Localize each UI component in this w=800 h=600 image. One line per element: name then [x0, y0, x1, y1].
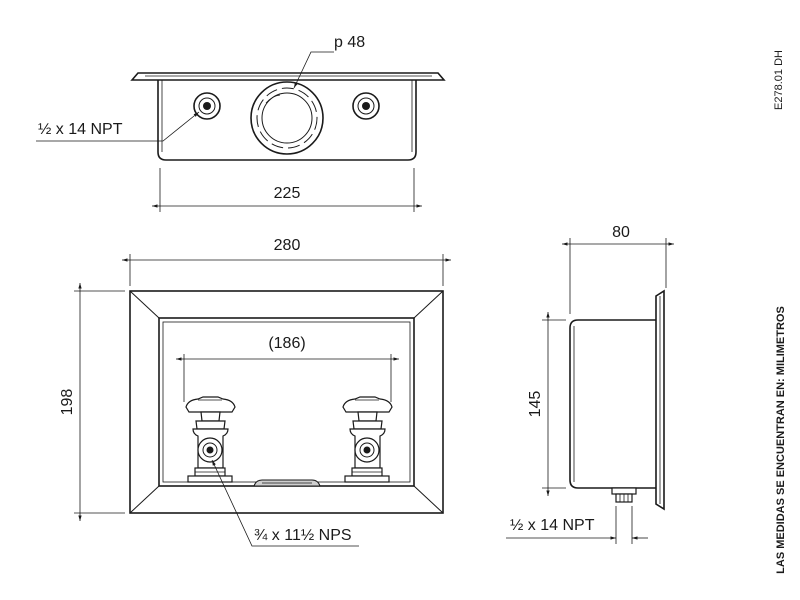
side-view: 80 145 ½ x 14 NPT	[506, 224, 674, 544]
front-view: (186) ¾ x 11½ NPS 280 198	[59, 237, 451, 547]
units-note: LAS MEDIDAS SE ENCUENTRAN EN: MILIMETROS	[775, 306, 787, 574]
top-thread-label: ½ x 14 NPT	[38, 121, 123, 138]
valve-thread-leader	[211, 459, 359, 547]
top-view-right-fitting	[352, 92, 380, 120]
drawing-code: E278.01 DH	[773, 50, 785, 110]
valve-thread-label: ¾ x 11½ NPS	[254, 527, 352, 544]
side-flange	[655, 289, 665, 511]
right-valve-handle	[342, 396, 393, 413]
front-outer-frame	[129, 290, 444, 514]
valve-spacing-label: (186)	[268, 335, 305, 352]
top-view-box-body	[157, 80, 417, 161]
side-depth-label: 80	[612, 224, 630, 241]
side-bottom-fitting	[611, 487, 637, 503]
side-thread-label: ½ x 14 NPT	[510, 517, 595, 534]
top-view-left-fitting	[193, 92, 221, 120]
side-box-body	[569, 319, 656, 489]
front-height-label: 198	[59, 389, 76, 416]
top-width-label: 225	[274, 185, 301, 202]
top-view-flange	[130, 72, 446, 81]
front-width-label: 280	[274, 237, 301, 254]
left-valve	[185, 396, 236, 483]
top-view-drain-fitting	[250, 81, 324, 155]
left-valve-handle	[185, 396, 236, 413]
top-thread-leader	[36, 111, 200, 142]
diameter-leader	[293, 51, 334, 89]
top-view: p 48 ½ x 14 NPT 225	[36, 34, 446, 212]
side-height-label: 145	[527, 391, 544, 418]
diameter-label: p 48	[334, 34, 365, 51]
right-valve	[342, 396, 393, 483]
